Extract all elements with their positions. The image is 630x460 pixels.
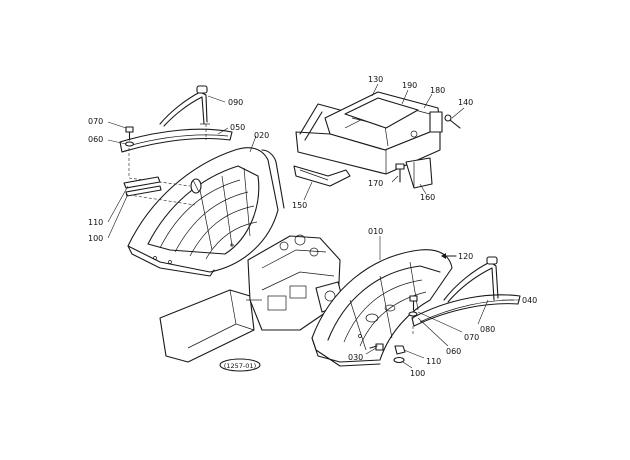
reference-code-badge: (1257-01) [219, 358, 261, 372]
fender-extension [119, 128, 233, 153]
transmission-housing [159, 234, 345, 363]
label-070-left: 070 [88, 117, 103, 126]
label-030: 030 [348, 353, 363, 362]
reference-code: (1257-01) [224, 362, 256, 370]
tool-box-assembly [293, 91, 461, 189]
label-140: 140 [458, 98, 473, 107]
label-080: 080 [480, 325, 495, 334]
bolt-left [124, 126, 135, 147]
fender-handle-right [443, 256, 499, 303]
label-130: 130 [368, 75, 383, 84]
right-fender-assembly [311, 249, 453, 367]
label-060-left: 060 [88, 135, 103, 144]
label-040: 040 [522, 296, 537, 305]
part-labels: 070 060 090 050 020 110 100 130 190 180 … [88, 75, 537, 378]
label-100-left: 100 [88, 234, 103, 243]
label-160: 160 [420, 193, 435, 202]
left-fender-assembly [127, 147, 285, 277]
label-180: 180 [430, 86, 445, 95]
arrow-120 [441, 253, 457, 259]
washer-100-right [393, 356, 405, 364]
bolt-030 [369, 343, 384, 351]
label-010: 010 [368, 227, 383, 236]
label-090: 090 [228, 98, 243, 107]
label-170: 170 [368, 179, 383, 188]
nut-110-right [394, 345, 406, 355]
fender-handle-left [159, 85, 210, 127]
label-120: 120 [458, 252, 473, 261]
label-190: 190 [402, 81, 417, 90]
label-060-right: 060 [446, 347, 461, 356]
label-050: 050 [230, 123, 245, 132]
label-110-left: 110 [88, 218, 103, 227]
label-150: 150 [292, 201, 307, 210]
label-110-right: 110 [426, 357, 441, 366]
label-100-right: 100 [410, 369, 425, 378]
leader-lines [107, 83, 520, 369]
label-020: 020 [254, 131, 269, 140]
label-070-right: 070 [464, 333, 479, 342]
